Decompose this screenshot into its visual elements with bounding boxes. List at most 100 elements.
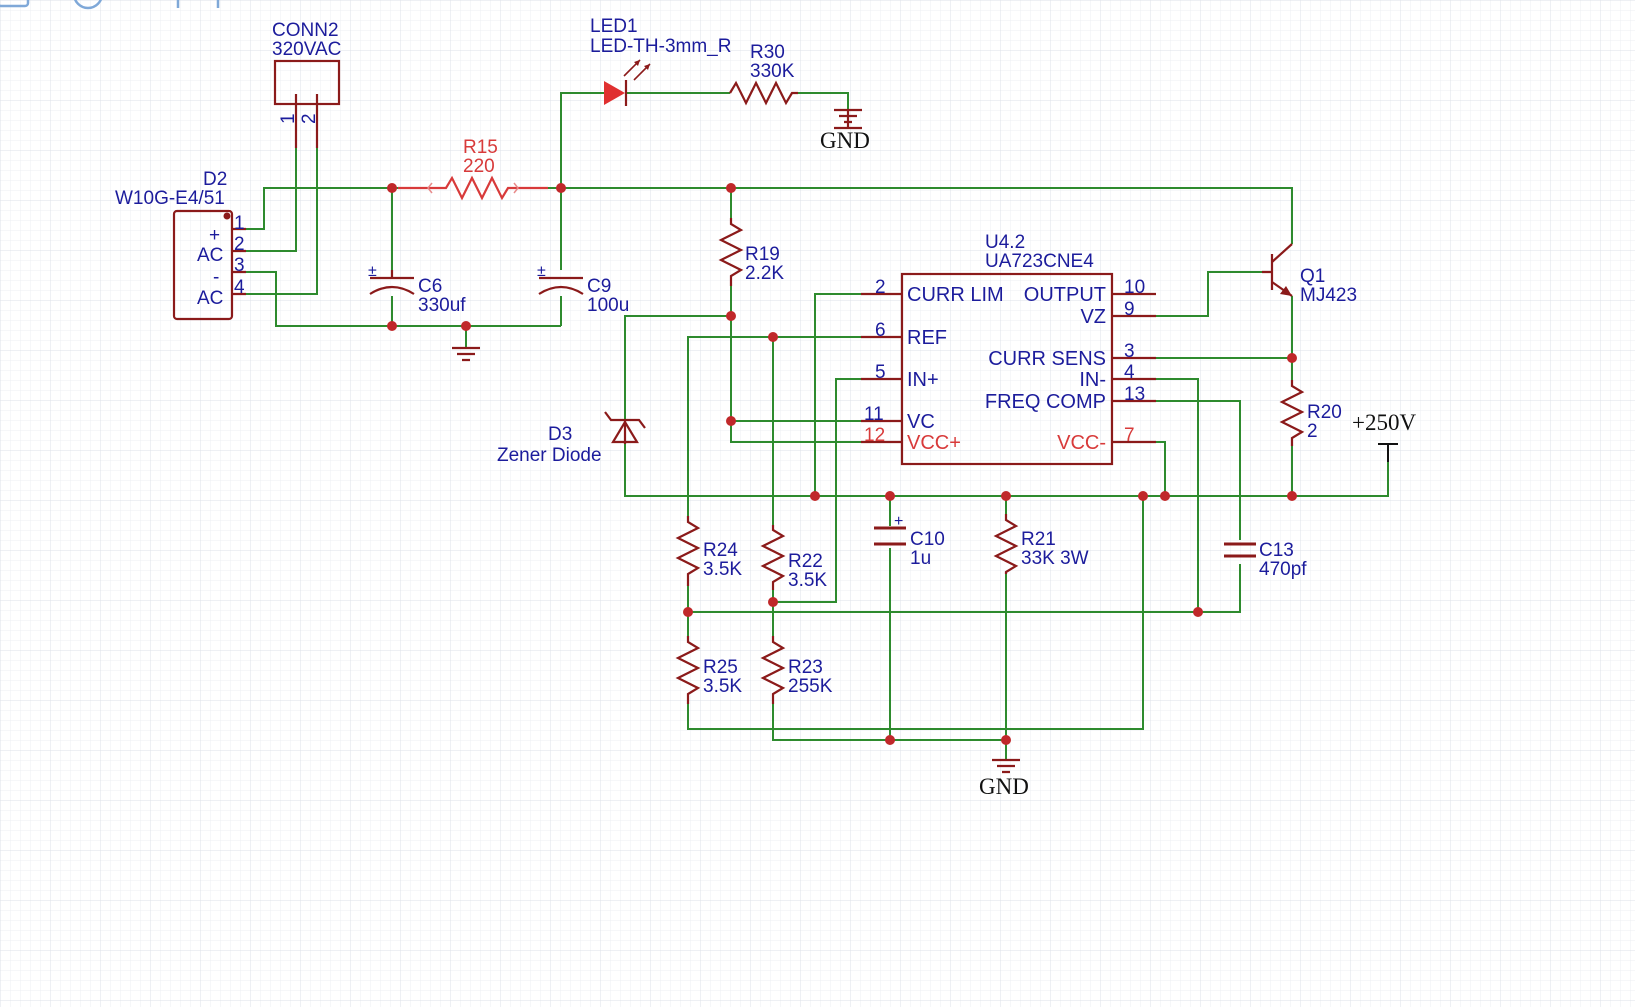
d2-label-ac1: AC (197, 245, 223, 266)
resistor-r15[interactable]: R15 220 (398, 137, 548, 201)
r19-value: 2.2K (745, 263, 784, 284)
d3-value: Zener Diode (497, 445, 602, 466)
conn2-value: 320VAC (272, 39, 341, 60)
transistor-q1[interactable]: Q1 MJ423 (1262, 243, 1357, 306)
r24-ref: R24 (703, 540, 738, 561)
c9-ref: C9 (587, 276, 611, 297)
resistor-r19[interactable]: R19 2.2K (718, 218, 784, 286)
ground-symbol-bottom: GND (979, 758, 1029, 799)
output-voltage-label: +250V (1352, 410, 1416, 435)
u4-pin-name: VCC+ (907, 432, 961, 454)
d2-pin3: 3 (234, 255, 245, 276)
u4-pin-name: CURR SENS (988, 348, 1106, 370)
c6-value: 330uf (418, 295, 466, 316)
conn2-pin1: 1 (278, 113, 299, 124)
resistor-r24[interactable]: R24 3.5K (675, 516, 742, 586)
r30-ref: R30 (750, 42, 785, 63)
svg-text:±: ± (368, 263, 377, 280)
r15-ref: R15 (463, 137, 498, 158)
circle-icon[interactable] (73, 0, 103, 10)
conn2-ref: CONN2 (272, 20, 339, 41)
q1-value: MJ423 (1300, 285, 1357, 306)
u4-pin-name: VZ (1080, 306, 1106, 328)
resistor-r21[interactable]: R21 33K 3W (993, 514, 1089, 574)
d2-label-plus: + (209, 225, 220, 246)
resistor-r22[interactable]: R22 3.5K (760, 525, 827, 591)
capacitor-c9[interactable]: ± C9 100u (537, 263, 629, 316)
svg-text:+: + (894, 513, 903, 530)
c13-value: 470pf (1259, 559, 1307, 580)
ground-symbol-r30: GND (820, 108, 870, 153)
d2-label-ac2: AC (197, 288, 223, 309)
u4-pin-num: 2 (875, 277, 886, 298)
ic-u4[interactable]: U4.2 UA723CNE4 2 CURR LIM 6 REF 5 IN+ 11… (861, 232, 1156, 466)
u4-pin-num: 7 (1124, 425, 1135, 446)
u4-value: UA723CNE4 (985, 251, 1094, 272)
r25-ref: R25 (703, 657, 738, 678)
junctions (387, 183, 1297, 745)
u4-ref: U4.2 (985, 232, 1025, 253)
led-led1[interactable]: LED1 LED-TH-3mm_R (590, 16, 731, 106)
u4-pin-name: FREQ COMP (985, 391, 1106, 413)
c10-value: 1u (910, 548, 931, 569)
resistor-r23[interactable]: R23 255K (760, 636, 833, 704)
d2-value: W10G-E4/51 (115, 188, 225, 209)
svg-text:±: ± (537, 263, 546, 280)
d2-pin1: 1 (234, 213, 245, 234)
output-port-250v[interactable]: +250V (1352, 410, 1416, 462)
r23-value: 255K (788, 676, 833, 697)
u4-pin-num: 10 (1124, 277, 1145, 298)
connector-conn2[interactable]: CONN2 320VAC 1 2 (272, 20, 341, 148)
r20-value: 2 (1307, 421, 1318, 442)
c6-ref: C6 (418, 276, 442, 297)
d3-ref: D3 (548, 424, 572, 445)
u4-pin-num: 4 (1124, 362, 1135, 383)
u4-pin-name: OUTPUT (1024, 284, 1106, 306)
r15-value: 220 (463, 156, 495, 177)
capacitor-c13[interactable]: C13 470pf (1224, 540, 1307, 580)
u4-pin-num: 9 (1124, 299, 1135, 320)
u4-pin-num: 11 (864, 404, 884, 425)
r24-value: 3.5K (703, 559, 742, 580)
capacitor-c10[interactable]: + C10 1u (874, 513, 945, 569)
resistor-r20[interactable]: R20 2 (1279, 380, 1342, 446)
r19-ref: R19 (745, 244, 780, 265)
d2-pin4: 4 (234, 277, 245, 298)
q1-ref: Q1 (1300, 266, 1325, 287)
u4-pin-name: REF (907, 327, 947, 349)
capacitor-c6[interactable]: ± C6 330uf (368, 263, 466, 316)
led1-ref: LED1 (590, 16, 638, 37)
r21-value: 33K 3W (1021, 548, 1089, 569)
zener-diode-d3[interactable]: D3 Zener Diode (497, 411, 646, 466)
u4-pin-name: VC (907, 411, 935, 433)
c13-ref: C13 (1259, 540, 1294, 561)
gnd-bottom-label: GND (979, 774, 1029, 799)
r23-ref: R23 (788, 657, 823, 678)
save-icon[interactable] (0, 0, 30, 8)
u4-pin-num: 13 (1124, 384, 1145, 405)
bridge-rectifier-d2[interactable]: D2 W10G-E4/51 + AC - AC 1 2 3 4 (115, 169, 246, 321)
r20-ref: R20 (1307, 402, 1342, 423)
toolbar[interactable] (0, 0, 220, 10)
resistor-r30[interactable]: R30 330K (729, 42, 798, 106)
resistor-r25[interactable]: R25 3.5K (675, 636, 742, 704)
u4-pin-num: 12 (864, 425, 885, 446)
r25-value: 3.5K (703, 676, 742, 697)
r30-value: 330K (750, 61, 795, 82)
pin-icon[interactable] (176, 0, 220, 8)
r22-ref: R22 (788, 551, 823, 572)
ground-symbol-c6 (452, 346, 480, 362)
led1-value: LED-TH-3mm_R (590, 36, 731, 57)
wires (244, 92, 1389, 760)
u4-pin-num: 6 (875, 320, 886, 341)
u4-pin-num: 5 (875, 362, 886, 383)
r21-ref: R21 (1021, 529, 1056, 550)
u4-pin-name: IN+ (907, 369, 939, 391)
c10-ref: C10 (910, 529, 945, 550)
u4-pin-name: IN- (1079, 369, 1106, 391)
conn2-pin2: 2 (299, 113, 320, 124)
u4-pin-name: VCC- (1057, 432, 1106, 454)
d2-pin2: 2 (234, 234, 245, 255)
